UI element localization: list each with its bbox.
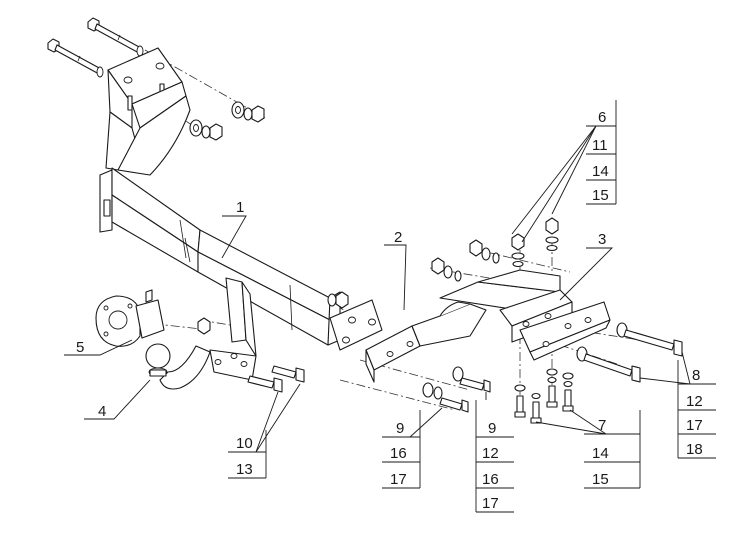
axis-line	[119, 319, 211, 331]
label-group-7-2: 15	[592, 471, 609, 488]
label-part-3: 3	[598, 231, 606, 248]
right-long-bolt-2	[576, 346, 641, 383]
right-mounting-bracket	[439, 269, 611, 361]
label-group-8-0: 8	[692, 367, 700, 384]
label-group-8-3: 18	[686, 441, 703, 458]
ball-bracket-nut	[197, 317, 211, 335]
label-group-9b-2: 16	[482, 471, 499, 488]
label-group-9b-0: 9	[488, 420, 496, 437]
label-group-6-0: 6	[598, 109, 606, 126]
callout-labels: 1 2 3 4 5 6 11 14 15 7 14 15 8 12 17 18 …	[76, 109, 703, 512]
label-group-6-2: 14	[592, 163, 609, 180]
top-bolt-lower	[47, 38, 104, 78]
socket-plate	[95, 289, 165, 347]
axis-line	[559, 344, 621, 366]
axis-line	[574, 329, 641, 341]
label-group-8-1: 12	[686, 393, 703, 410]
lower-right-bolts	[514, 368, 574, 424]
label-part-4: 4	[98, 403, 106, 420]
leader-lines	[64, 100, 716, 513]
beam-nut	[327, 291, 349, 309]
axis-line	[339, 379, 456, 411]
right-long-bolt-1	[616, 322, 683, 357]
top-washer-nut-set-2	[189, 119, 223, 141]
label-group-9a-1: 16	[390, 445, 407, 462]
label-group-9b-3: 17	[482, 495, 499, 512]
side-washer-nut-set	[422, 366, 491, 413]
label-part-5: 5	[76, 339, 84, 356]
label-group-9b-1: 12	[482, 445, 499, 462]
side-bracket-left	[365, 301, 487, 383]
label-group-9a-2: 17	[390, 471, 407, 488]
label-group-7-1: 14	[592, 445, 609, 462]
label-group-6-3: 15	[592, 187, 609, 204]
top-washer-nut-set-1	[231, 101, 265, 123]
tow-ball	[145, 343, 211, 390]
label-part-1: 1	[236, 199, 244, 216]
label-group-7-0: 7	[598, 417, 606, 434]
lower-bolt-2	[271, 365, 305, 383]
beam-end-plate	[329, 299, 383, 351]
label-group-8-2: 17	[686, 417, 703, 434]
label-group-10-0: 10	[236, 435, 253, 452]
upper-right-nuts	[431, 217, 559, 282]
top-bolt-upper	[87, 17, 144, 57]
tow-ball-mount-plate	[209, 277, 257, 381]
left-mounting-bracket	[105, 47, 191, 176]
lower-bolt-1	[247, 375, 283, 393]
label-group-6-1: 11	[592, 137, 608, 154]
label-group-9a-0: 9	[396, 420, 404, 437]
label-group-10-1: 13	[236, 461, 253, 478]
label-part-2: 2	[394, 229, 402, 246]
